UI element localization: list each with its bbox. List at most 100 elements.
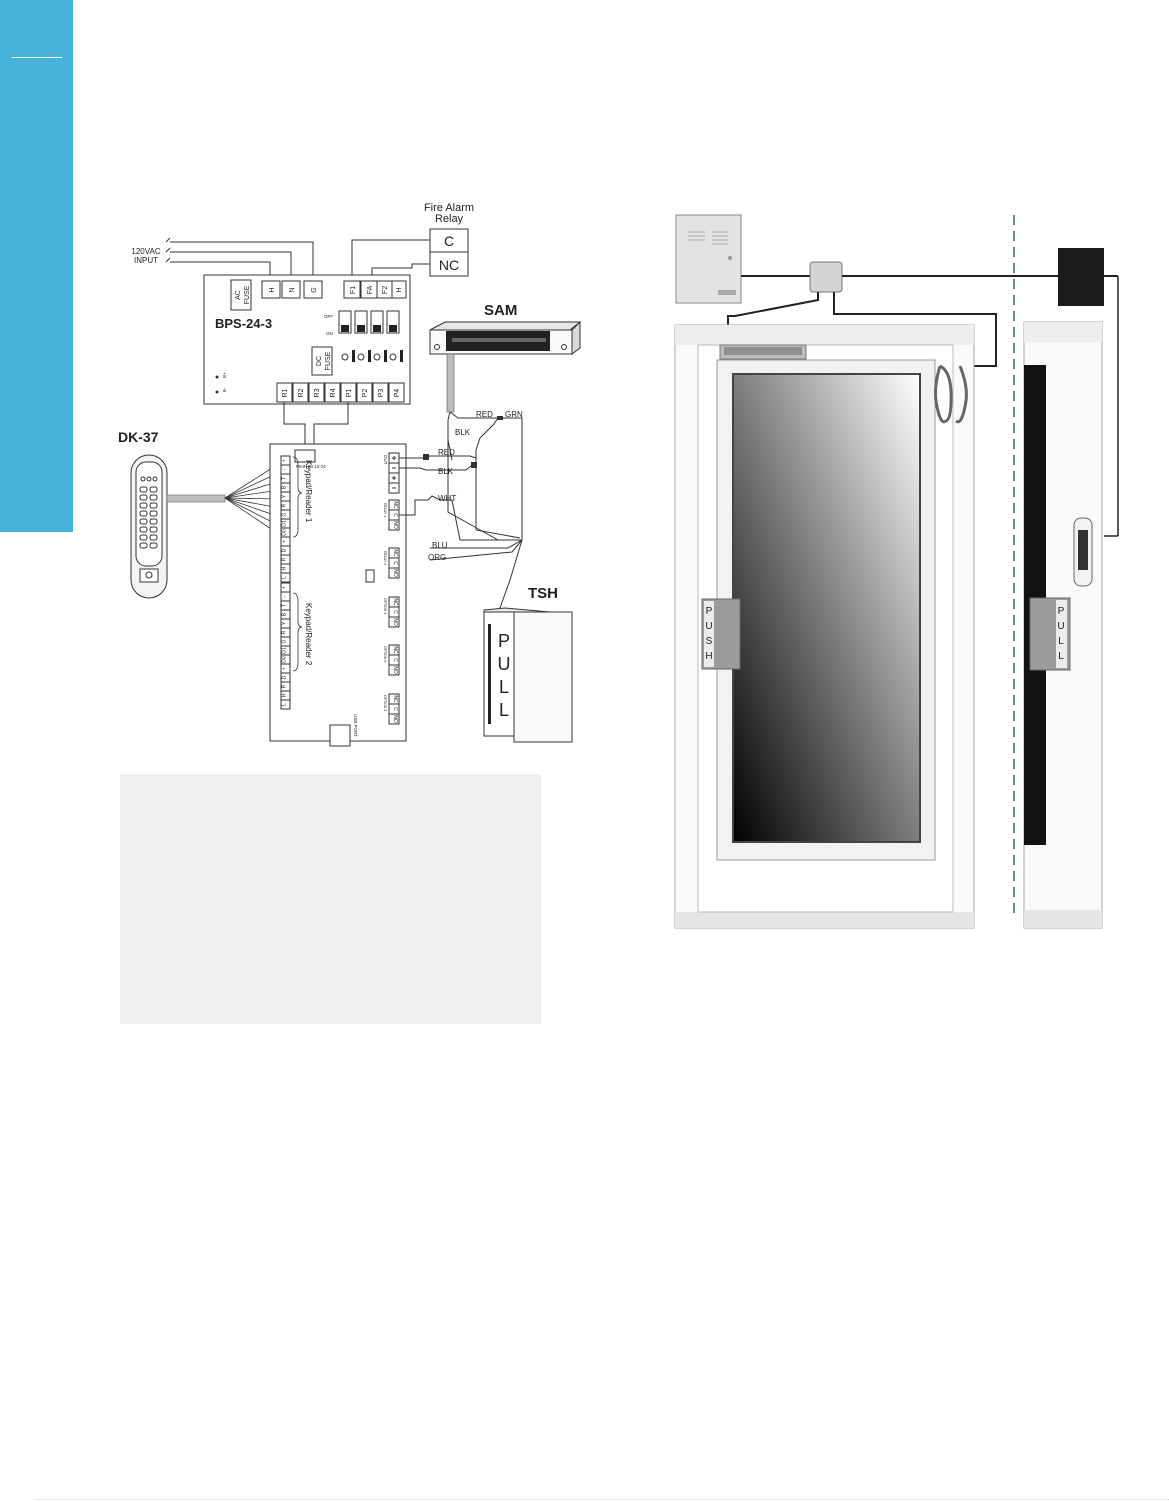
option2-caption: OPTION 2 — [383, 646, 387, 662]
push-letter-h: H — [705, 651, 712, 662]
wire-blk: BLK — [438, 467, 454, 476]
ps-top-f1: F1 — [350, 286, 357, 294]
wire-org: ORG — [428, 553, 446, 562]
ps-top-fa: FA — [367, 285, 374, 294]
ac-fuse-label-2: FUSE — [244, 285, 251, 304]
ps-bottom-r3: R3 — [314, 388, 321, 397]
relay2-c: C — [392, 561, 398, 565]
r2-term-11: D — [282, 675, 288, 679]
battery-plus-label: B+ — [222, 372, 227, 378]
fire-alarm-relay: Fire Alarm Relay C NC — [424, 202, 474, 277]
ps-bottom-p4: P4 — [394, 389, 401, 398]
r1-term-13: H — [282, 566, 288, 570]
relay1-no: NO — [392, 521, 398, 529]
option1-caption: OPTION 1 — [383, 598, 387, 614]
note-box — [120, 774, 541, 1024]
r1-term-4: B — [282, 485, 288, 489]
r1-term-12: R — [282, 557, 288, 561]
option3-nc: NC — [392, 695, 398, 703]
reader2-label: Keypad/Reader 2 — [304, 603, 313, 666]
option3-caption: OPTION 3 — [383, 695, 387, 711]
ps-top-terminals: H N G F1 FA F2 H — [261, 280, 407, 299]
r2-term-9: D0 — [282, 656, 288, 663]
r2-term-1: + — [282, 586, 288, 589]
ps-bottom-terminals: R1 R2 R3 R4 P1 P2 P3 P4 — [276, 382, 405, 403]
r2-term-2: - — [282, 595, 288, 597]
ps-top-f2: F2 — [382, 286, 389, 294]
ps-bottom-r2: R2 — [298, 388, 305, 397]
r2-term-7: G — [282, 639, 288, 643]
power-out-terminals — [388, 452, 400, 494]
option2-no: NO — [392, 666, 398, 674]
relay2-caption: RELAY 2 — [383, 551, 387, 565]
relay-title-line1: Fire Alarm — [424, 202, 474, 214]
handle-name: TSH — [528, 585, 558, 602]
r1-term-11: D — [282, 548, 288, 552]
reader1-terminals — [280, 455, 291, 583]
option1-no: NO — [392, 618, 398, 626]
r2-term-10: + — [282, 667, 288, 670]
push-letter-s: S — [706, 636, 713, 647]
r1-term-2: - — [282, 468, 288, 470]
keypad-name: DK-37 — [118, 429, 159, 445]
r1-term-9: D0 — [282, 529, 288, 536]
r1-term-10: + — [282, 540, 288, 543]
pull-letter-l1: L — [1058, 636, 1064, 647]
r1-term-1: + — [282, 459, 288, 462]
footer-divider — [36, 1499, 1169, 1500]
ps-top-n: N — [289, 287, 296, 292]
relay-blocks — [388, 499, 400, 725]
wire-wht: WHT — [438, 494, 456, 503]
ps-top-h2: H — [396, 287, 403, 292]
dc-fuse-label-2: FUSE — [325, 351, 332, 370]
side-accent-bar — [0, 0, 73, 532]
power-out-label: OUT — [383, 455, 388, 465]
r2-term-14: L — [282, 703, 288, 706]
r2-term-8: D1 — [282, 647, 288, 654]
wire-blk-lock: BLK — [455, 428, 471, 437]
ps-top-h: H — [269, 287, 276, 292]
r1-term-5: Y — [282, 494, 288, 498]
door-illustration: P U S H P U L L — [674, 214, 1119, 929]
pull-letter-p: P — [1058, 606, 1065, 617]
reader2-terminals — [280, 582, 291, 710]
pull-letter-u: U — [1057, 621, 1064, 632]
relay-nc-label: NC — [439, 257, 459, 273]
ps-bottom-r4: R4 — [330, 388, 337, 397]
r2-term-4: B — [282, 612, 288, 616]
r2-term-3: T — [282, 604, 288, 607]
option1-nc: NC — [392, 598, 398, 606]
leds — [341, 350, 403, 362]
relay-c-label: C — [444, 233, 454, 249]
ps-bottom-p1: P1 — [346, 389, 353, 398]
power-in-label: MAIN IN 12-24 — [296, 464, 326, 469]
ac-fuse-label-1: AC — [235, 290, 242, 300]
relay2-nc: NC — [392, 549, 398, 557]
wire-red: RED — [438, 448, 455, 457]
ps-bottom-p3: P3 — [378, 389, 385, 398]
r2-term-12: R — [282, 684, 288, 688]
wire-blu: BLU — [432, 541, 448, 550]
push-handle: P U S H — [701, 598, 741, 670]
push-letter-p: P — [706, 606, 713, 617]
wire-grn-lock: GRN — [505, 410, 523, 419]
handle-letter-u: U — [498, 654, 511, 674]
power-supply-cabinet — [675, 214, 742, 304]
lock-name: SAM — [484, 302, 517, 319]
option3-c: C — [392, 707, 398, 711]
off-label: OFF — [324, 314, 333, 319]
usb-label: USB PORT — [353, 714, 358, 737]
ps-bottom-p2: P2 — [362, 389, 369, 398]
r1-term-8: D1 — [282, 520, 288, 527]
handle-letter-l1: L — [499, 677, 509, 697]
handle-letter-l2: L — [499, 700, 509, 720]
pull-handle-tsh: TSH P U L L — [483, 585, 573, 743]
r2-term-6: R — [282, 630, 288, 634]
keypad: DK-37 — [118, 429, 168, 599]
option1-c: C — [392, 610, 398, 614]
wire-red-lock: RED — [476, 410, 493, 419]
option3-no: NO — [392, 715, 398, 723]
dip-switches — [338, 310, 400, 334]
r1-term-6: R — [282, 503, 288, 507]
